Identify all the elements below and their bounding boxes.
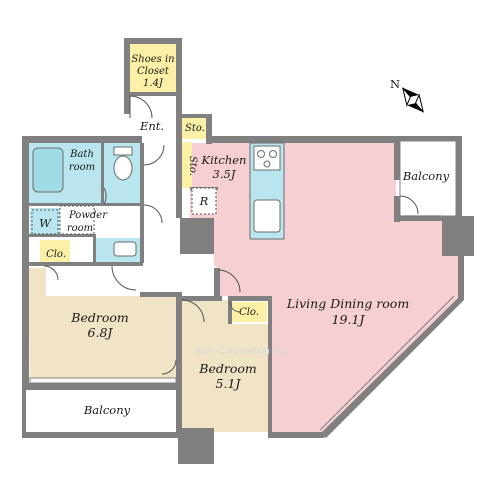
washer-floor — [30, 208, 60, 236]
living-label: Living Dining room — [286, 296, 409, 311]
bathtub — [32, 147, 64, 193]
bedroom-1-floor — [28, 268, 176, 378]
living-size: 19.1J — [332, 312, 366, 327]
shoes-closet-label-2: Closet — [137, 66, 170, 77]
closet-1-label: Clo. — [46, 249, 66, 260]
watermark: Ken Corporation Ltd. — [197, 346, 289, 357]
storage-2-floor — [181, 142, 192, 188]
closet-2-floor — [231, 302, 267, 322]
bedroom-2-size: 5.1J — [216, 376, 242, 391]
bathroom-label-1: Bath — [69, 149, 94, 160]
washer-space — [31, 209, 59, 235]
toilet-bowl — [113, 155, 133, 181]
powder-room-label-1: Powder — [68, 210, 108, 221]
windows — [29, 140, 457, 431]
shoes-closet-size: 1.4J — [143, 78, 164, 89]
column-left — [180, 218, 214, 254]
north-compass-icon — [402, 87, 424, 113]
bedroom-2-floor — [176, 300, 268, 432]
shoes-closet-label-1: Shoes in — [131, 54, 174, 65]
balcony-east-label: Balcony — [402, 169, 450, 183]
powder-room-dashed — [59, 205, 95, 235]
storage-1-label: Sto. — [185, 123, 205, 134]
doors — [43, 95, 419, 375]
column-bottom — [178, 428, 214, 464]
refrigerator-label: R — [199, 194, 209, 208]
entrance-label: Ent. — [139, 119, 164, 133]
closet-2-label: Clo. — [239, 307, 259, 318]
column-right — [442, 216, 474, 256]
bedroom-1-size: 6.8J — [88, 325, 114, 340]
vanity-sink — [113, 241, 137, 257]
kitchen-size: 3.5J — [213, 167, 237, 181]
storage-1-floor — [181, 117, 207, 139]
shoes-closet-floor — [130, 44, 176, 94]
toilet-tank — [113, 146, 133, 156]
refrigerator-space — [191, 187, 217, 215]
stove — [253, 145, 281, 171]
washer-label: W — [39, 216, 52, 230]
closet-1-floor — [40, 240, 70, 266]
kitchen-sink — [253, 199, 281, 233]
bedroom-1-label: Bedroom — [70, 310, 128, 325]
kitchen-label: Kitchen — [201, 153, 247, 167]
powder-room-label-2: room — [67, 223, 93, 234]
bedroom-2-label: Bedroom — [198, 361, 256, 376]
compass-label: N — [390, 77, 400, 91]
storage-2-label: Sto. — [187, 156, 198, 176]
bathroom-label-2: room — [69, 162, 95, 173]
balcony-south-label: Balcony — [83, 403, 131, 417]
